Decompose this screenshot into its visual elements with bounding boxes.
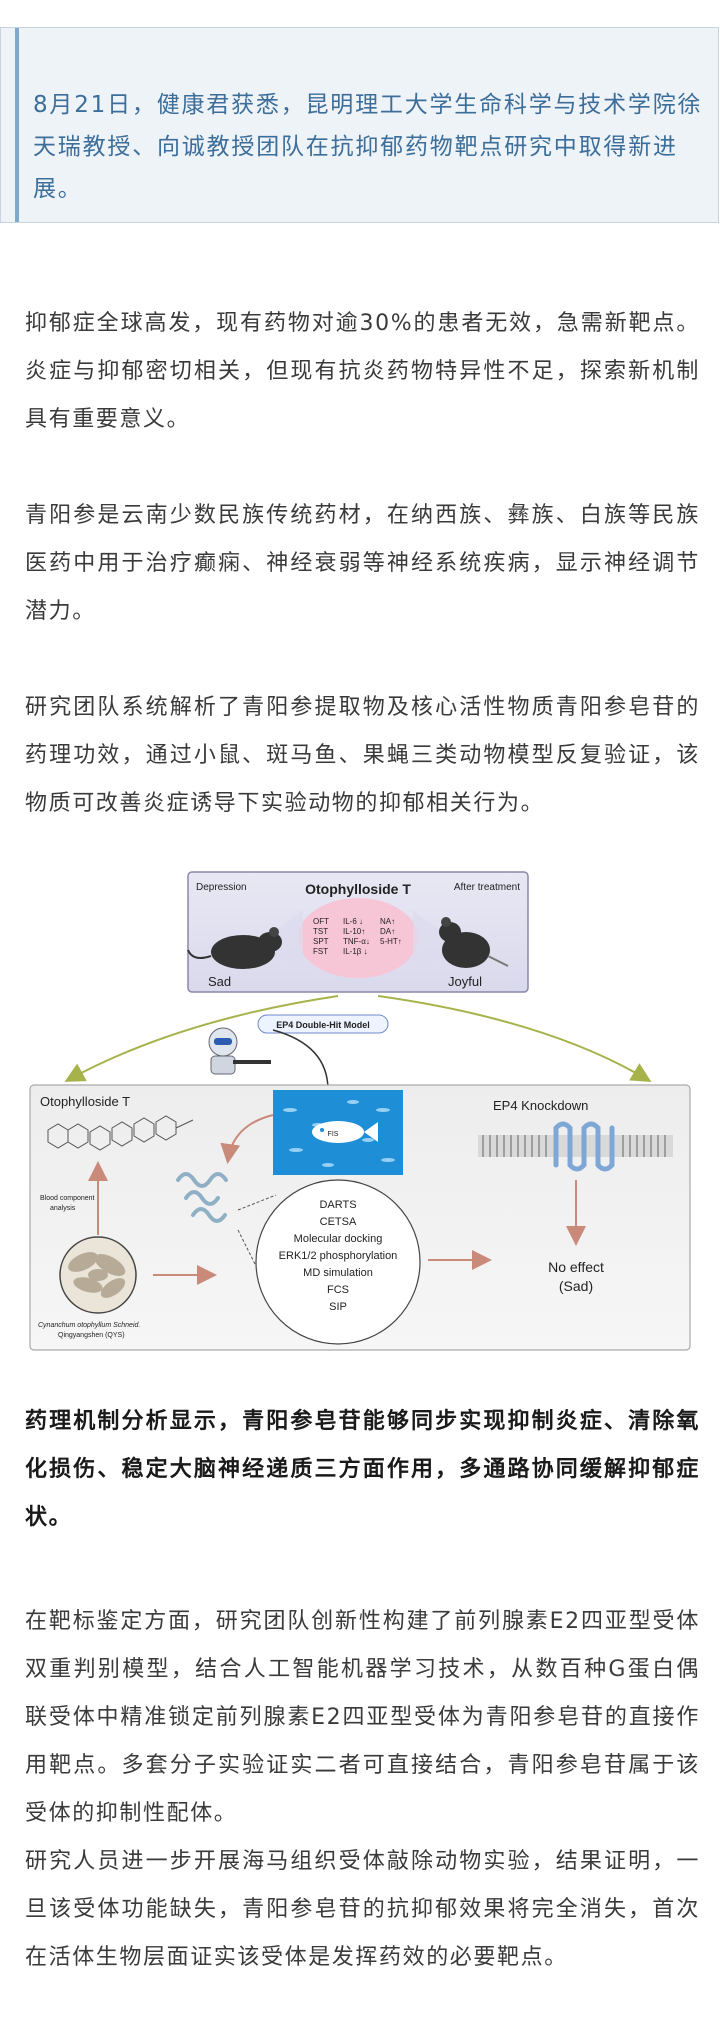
test-oft: OFT [313, 917, 329, 926]
paragraph-2: 青阳参是云南少数民族传统药材，在纳西族、彝族、白族等民族医药中用于治疗癫痫、神经… [25, 503, 700, 624]
paragraph-4-bold: 药理机制分析显示，青阳参皂苷能够同步实现抑制炎症、清除氧化损伤、稳定大脑神经递质… [25, 1409, 700, 1530]
method-darts: DARTS [319, 1199, 356, 1211]
sad-label: Sad [208, 974, 231, 989]
green-arc-left [64, 995, 339, 1082]
lead-box: 8月21日，健康君获悉，昆明理工大学生命科学与技术学院徐天瑞教授、向诚教授团队在… [0, 27, 719, 223]
receptor-protein-icon [176, 1172, 228, 1223]
blood-label-2: analysis [50, 1205, 76, 1212]
left-otophylloside-title: Otophylloside T [40, 1094, 130, 1109]
test-tst: TST [313, 927, 328, 936]
method-md: MD simulation [303, 1267, 373, 1279]
sad-mouse-icon [187, 927, 282, 969]
paragraph-6: 研究人员进一步开展海马组织受体敲除动物实验，结果证明，一旦该受体功能缺失，青阳参… [25, 1849, 700, 1970]
fish-icon [312, 1121, 378, 1143]
molecule-icon [47, 1115, 194, 1151]
methods-circle [255, 1179, 421, 1345]
marker-il10: IL-10↑ [343, 927, 365, 936]
method-docking: Molecular docking [294, 1233, 383, 1245]
method-fcs: FCS [327, 1284, 349, 1296]
lead-accent-bar [15, 28, 19, 222]
marker-il1b: IL-1β ↓ [343, 947, 368, 956]
brain-circle [298, 898, 418, 978]
marker-da: DA↑ [380, 927, 395, 936]
test-spt: SPT [313, 937, 329, 946]
depression-label: Depression [196, 882, 247, 893]
green-arc-right [377, 995, 652, 1083]
method-cetsa: CETSA [320, 1216, 357, 1228]
no-effect-label: No effect [548, 1259, 604, 1275]
plant-common-label: Qingyangshen (QYS) [58, 1332, 125, 1339]
method-erk: ERK1/2 phosphorylation [279, 1250, 398, 1262]
marker-il6: IL-6 ↓ [343, 917, 363, 926]
fish-label: FIS [328, 1131, 339, 1138]
no-effect-sub-label: (Sad) [559, 1278, 593, 1294]
otophylloside-title: Otophylloside T [305, 881, 411, 897]
blood-label-1: Blood component [40, 1195, 95, 1202]
paragraph-1: 抑郁症全球高发，现有药物对逾30%的患者无效，急需新靶点。炎症与抑郁密切相关，但… [25, 311, 700, 432]
marker-5ht: 5-HT↑ [380, 937, 402, 946]
marker-na: NA↑ [380, 917, 395, 926]
plant-latin-label: Cynanchum otophyllum Schneid. [38, 1322, 140, 1329]
ep4-knockdown-label: EP4 Knockdown [493, 1098, 588, 1113]
joyful-mouse-icon [439, 917, 509, 968]
lead-text: 8月21日，健康君获悉，昆明理工大学生命科学与技术学院徐天瑞教授、向诚教授团队在… [33, 92, 703, 202]
robot-icon [208, 1027, 329, 1091]
mechanism-figure: Depression Otophylloside T After treatme… [28, 870, 693, 1355]
paragraph-5: 在靶标鉴定方面，研究团队创新性构建了前列腺素E2四亚型受体双重判别模型，结合人工… [25, 1609, 700, 1826]
marker-tnf: TNF-α↓ [343, 937, 370, 946]
membrane-receptor-icon [478, 1121, 673, 1172]
method-sip: SIP [329, 1301, 347, 1313]
ep4-model-label: EP4 Double-Hit Model [276, 1020, 370, 1030]
after-treatment-label: After treatment [454, 882, 520, 893]
joyful-label: Joyful [448, 974, 482, 989]
test-fst: FST [313, 947, 328, 956]
paragraph-3: 研究团队系统解析了青阳参提取物及核心活性物质青阳参皂苷的药理功效，通过小鼠、斑马… [25, 695, 700, 816]
